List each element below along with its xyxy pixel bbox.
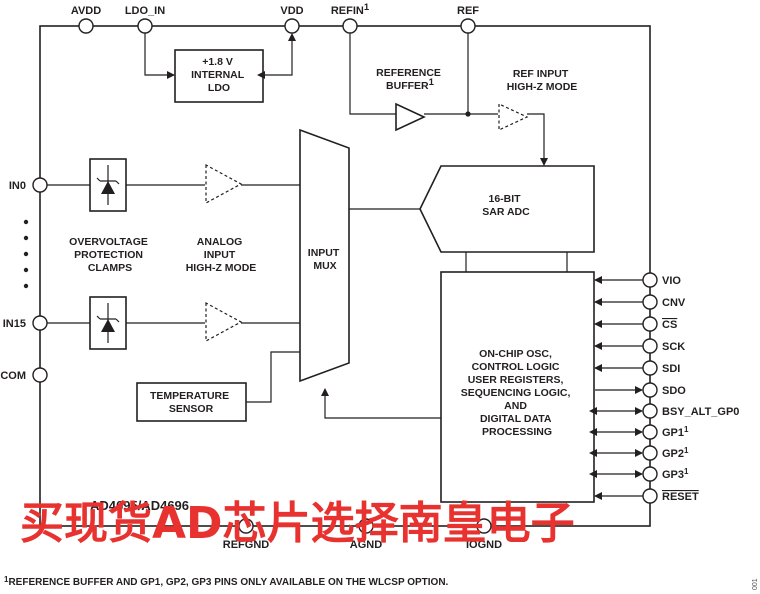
- ldo-text: +1.8 V INTERNAL LDO: [191, 56, 247, 94]
- logic-block: [440, 271, 595, 503]
- ldo-in-wire: [144, 33, 175, 79]
- pin-refin: REFIN1: [331, 2, 370, 34]
- refin-wire: [349, 33, 396, 115]
- clamp-diode-icon: [96, 165, 120, 205]
- ref-input-triangle: [498, 103, 529, 131]
- pin-com: COM: [0, 367, 48, 383]
- watermark: 买现货AD芯片选择南皇电子: [20, 498, 575, 549]
- agnd-label: AGND: [350, 539, 382, 551]
- pin-label: GP31: [662, 467, 689, 481]
- right-pin-group: VIO CNV CS SCK SDI SDO BSY_ALT_GP0GP11GP21GP31…: [642, 272, 739, 504]
- input-mux: [299, 128, 350, 383]
- footnote: 1REFERENCE BUFFER AND GP1, GP2, GP3 PINS…: [4, 575, 449, 588]
- pin-in0: IN0: [9, 177, 48, 193]
- temp-sensor-text: TEMPERATURE SENSOR: [150, 390, 232, 415]
- pin-cnv: [642, 294, 658, 310]
- pin-label: RESET: [662, 491, 699, 503]
- ref-junction: [465, 111, 471, 117]
- analog-buffer-in0: [205, 163, 243, 205]
- avdd-label: AVDD: [71, 5, 101, 17]
- ldo-block: [174, 49, 264, 103]
- pin-agnd: AGND: [350, 518, 382, 551]
- adc-block: [419, 165, 595, 253]
- adc-logic-wire: [465, 252, 568, 272]
- pin-iognd: IOGND: [466, 518, 502, 551]
- in15-label: IN15: [3, 318, 26, 330]
- channel-ellipsis: [23, 219, 29, 289]
- pin-label: GP21: [662, 446, 689, 460]
- ref-label: REF: [457, 5, 479, 17]
- adc-text: 16-BIT SAR ADC: [482, 193, 530, 218]
- temp-sensor-block: [136, 382, 247, 422]
- pin-vio: [642, 272, 658, 288]
- pin-cs: [642, 316, 658, 332]
- ldo-in-label: LDO_IN: [125, 5, 165, 17]
- analog-buffer-in15: [205, 301, 243, 343]
- pin-label: CNV: [662, 297, 686, 309]
- mux-text: INPUT MUX: [308, 247, 342, 272]
- pin-label: BSY_ALT_GP0: [662, 406, 739, 418]
- ref-pin-wire: [467, 33, 498, 115]
- in0-label: IN0: [9, 180, 26, 192]
- pin-gp2: [642, 445, 658, 461]
- pin-label: GP11: [662, 425, 689, 439]
- ovp-text: OVERVOLTAGE PROTECTION CLAMPS: [69, 236, 151, 274]
- refin-label: REFIN1: [331, 2, 370, 17]
- right-pin-arrows: [589, 276, 643, 500]
- pin-avdd: AVDD: [71, 5, 101, 34]
- pin-sck: [642, 338, 658, 354]
- ref-input-text: REF INPUT HIGH-Z MODE: [507, 68, 578, 93]
- logic-text: ON-CHIP OSC, CONTROL LOGIC USER REGISTER…: [461, 348, 574, 438]
- pin-vdd: VDD: [280, 5, 304, 34]
- pin-gp3: [642, 466, 658, 482]
- logic-mux-feedback: [321, 388, 441, 419]
- refgnd-label: REFGND: [223, 539, 270, 551]
- iognd-label: IOGND: [466, 539, 502, 551]
- pin-gp1: [642, 424, 658, 440]
- pin-ref: REF: [457, 5, 479, 34]
- pin-sdi: [642, 360, 658, 376]
- ref-buffer-triangle: [395, 102, 426, 132]
- ref-buffer-text: REFERENCE BUFFER1: [376, 67, 444, 92]
- com-label: COM: [0, 370, 26, 382]
- analog-input-text: ANALOG INPUT HIGH-Z MODE: [186, 236, 257, 274]
- pin-label: SDO: [662, 385, 686, 397]
- pin-sdo: [642, 382, 658, 398]
- pin-bsy-alt-gp0: [642, 403, 658, 419]
- part-name: AD4695/AD4696: [90, 498, 189, 513]
- ref-input-wire: [527, 113, 548, 166]
- pin-label: SDI: [662, 363, 680, 375]
- pin-refgnd: REFGND: [223, 518, 270, 551]
- vdd-label: VDD: [280, 5, 303, 17]
- pin-ldo-in: LDO_IN: [125, 5, 165, 34]
- pin-reset: [642, 488, 658, 504]
- clamp-diode-icon: [96, 303, 120, 343]
- pin-label: SCK: [662, 341, 685, 353]
- pin-in15: IN15: [3, 315, 48, 331]
- figure-id: 001: [752, 578, 759, 590]
- pin-label: VIO: [662, 275, 681, 287]
- vdd-wire: [257, 33, 296, 79]
- pin-label: CS: [662, 319, 677, 331]
- temp-mux-wire: [246, 351, 300, 403]
